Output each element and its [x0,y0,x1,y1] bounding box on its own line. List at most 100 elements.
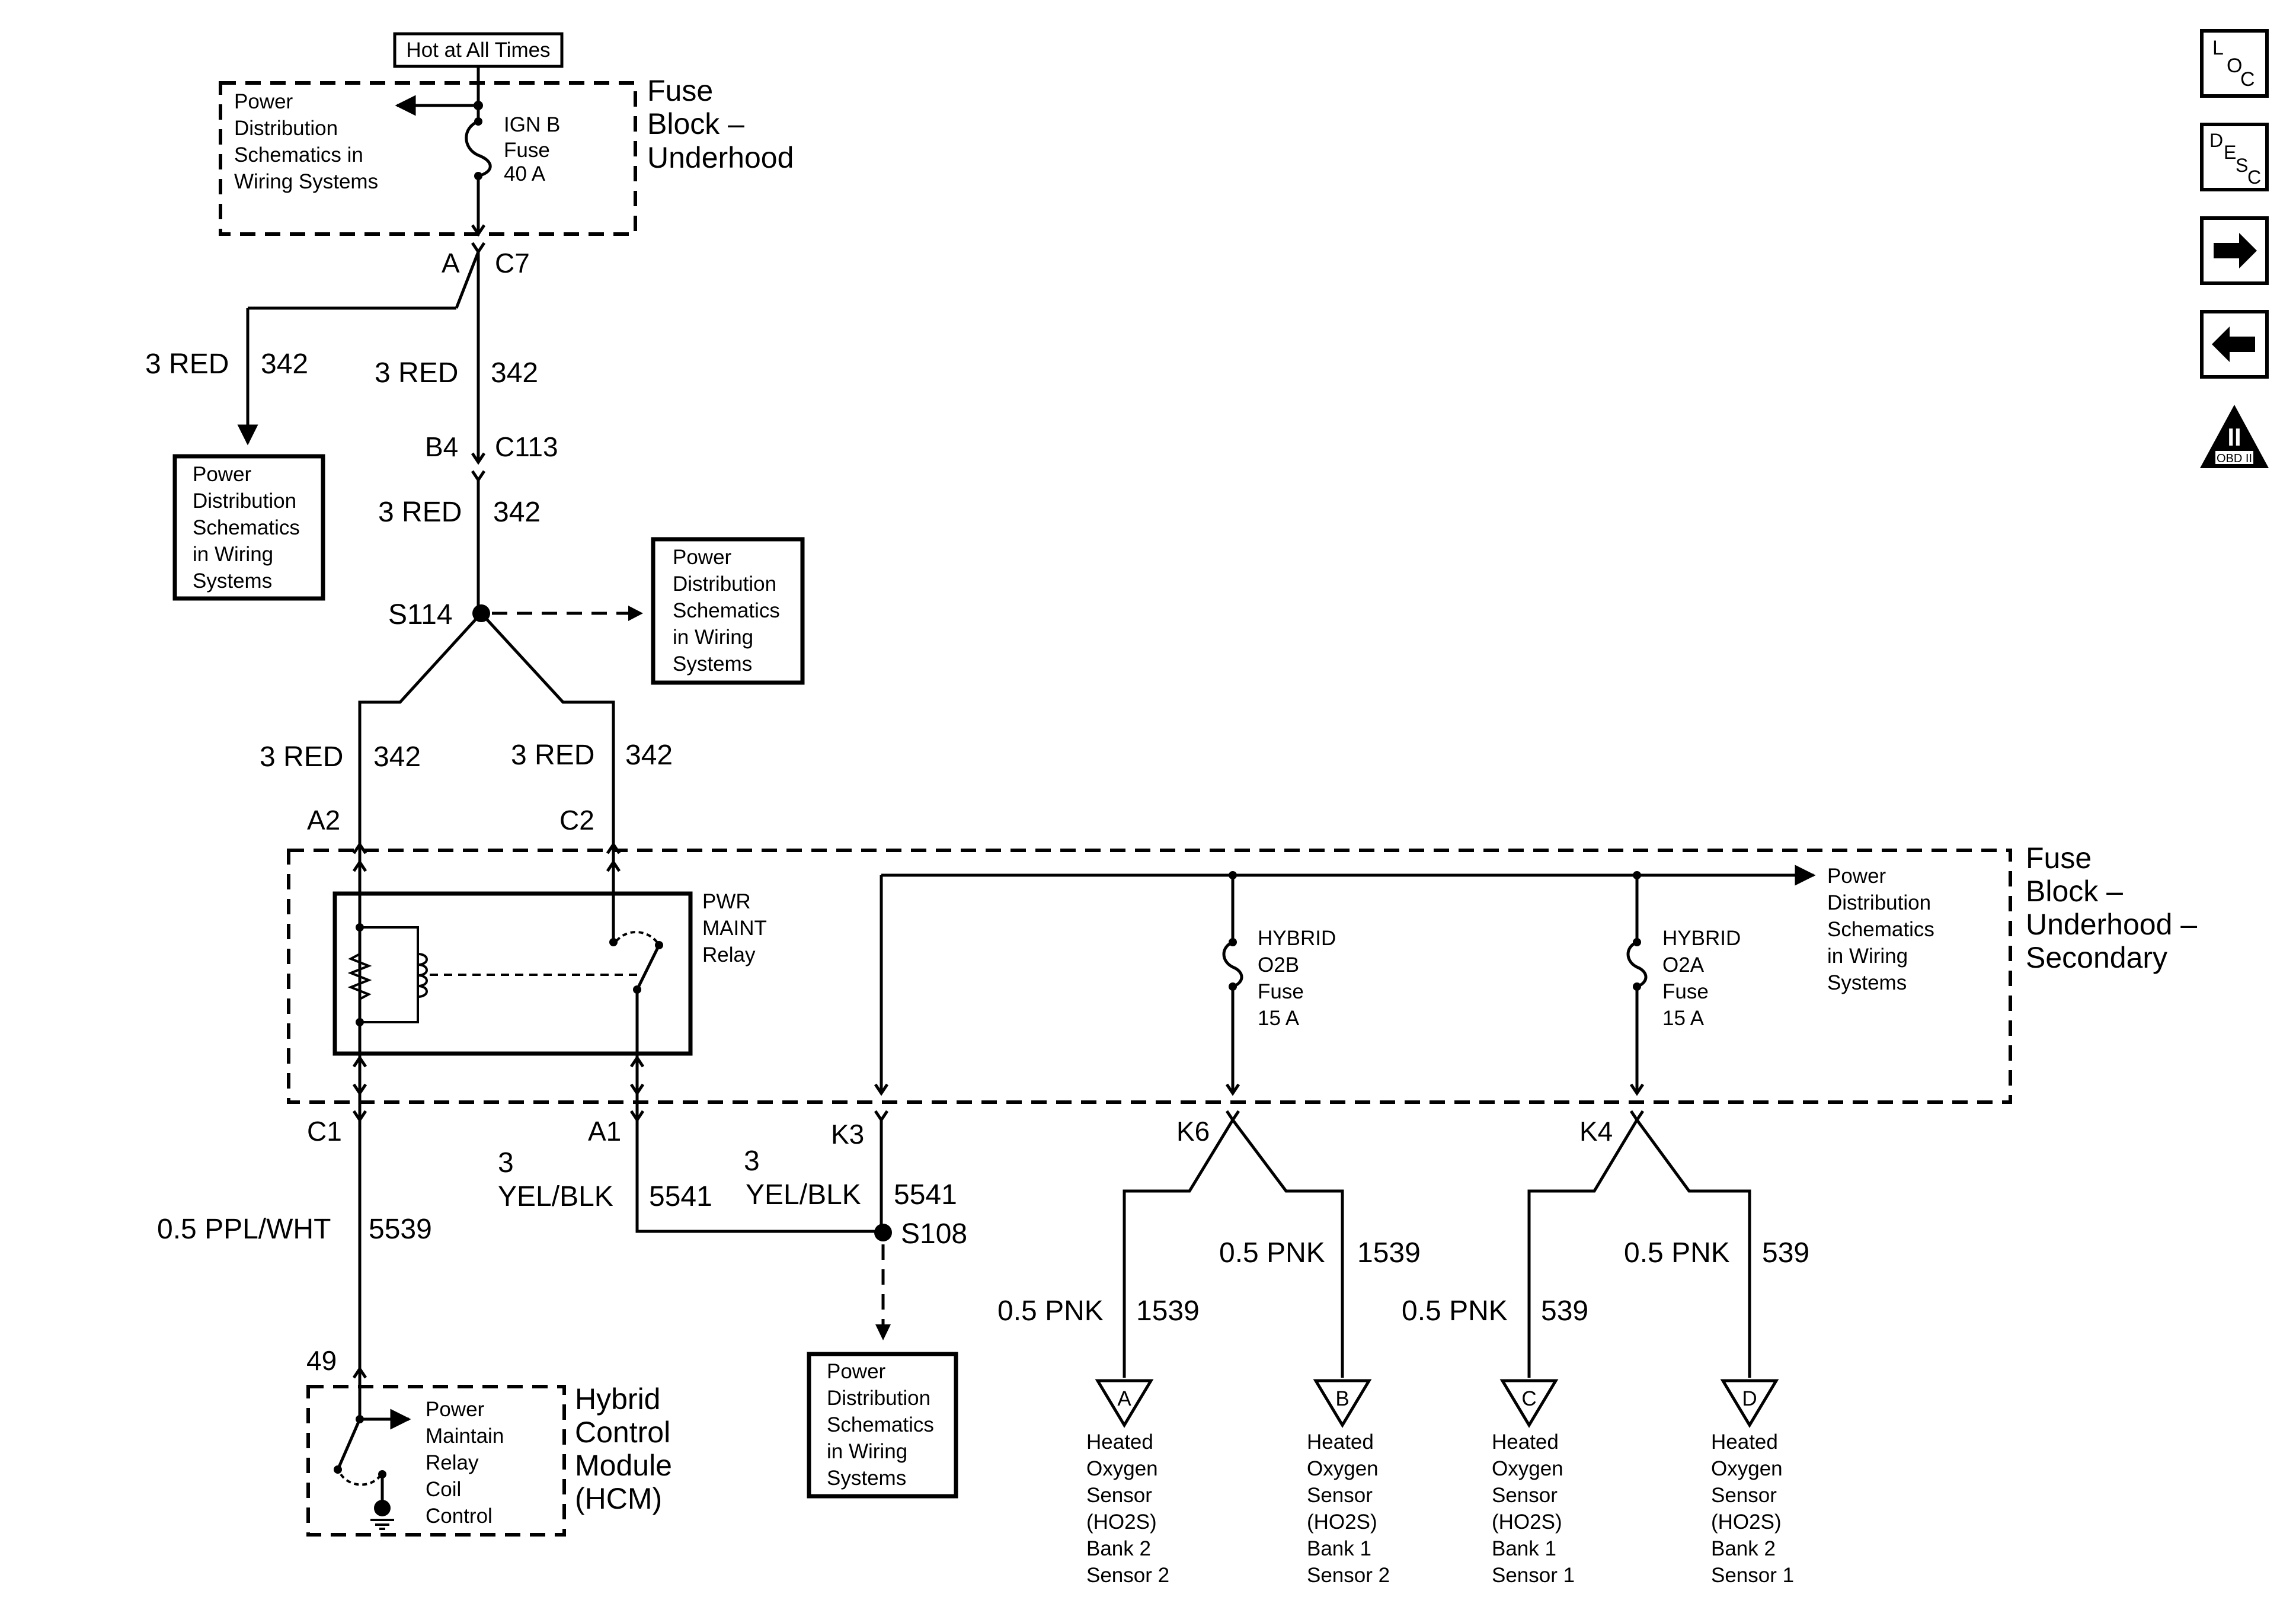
sensor-letter: A [1117,1387,1131,1410]
wire-color-label: 0.5 PNK [1624,1237,1730,1269]
connector-label: C2 [559,805,594,836]
connector-label: C1 [307,1116,342,1147]
sensor-text: Sensor [1307,1484,1373,1507]
pd-text: Schematics [193,516,300,539]
connector-label: K3 [831,1119,864,1150]
hcm-text: Maintain [426,1425,504,1448]
pd-text: Schematics [827,1413,934,1436]
fuse-block-underhood-outline [219,81,637,236]
fuse-block-label: Block – [2026,875,2123,908]
fuse-label: IGN B [504,113,560,136]
obd-symbol: II [2227,423,2241,451]
pd-text: Power [673,546,732,569]
loc-letter: C [2240,68,2255,91]
desc-letter: D [2209,130,2223,151]
fuse-label: 15 A [1662,1007,1705,1030]
wire-number-label: 5541 [649,1181,712,1212]
fuse-block-label: Underhood – [2026,908,2197,941]
hot-at-all-times-box [393,32,564,68]
splice-label: S108 [901,1218,967,1250]
relay-label: MAINT [702,917,767,940]
previous-arrow-button[interactable] [2200,310,2269,379]
wire-color-label: 3 RED [145,348,229,380]
wire-color-label: 0.5 PNK [997,1295,1104,1327]
splice-label: S114 [388,599,453,630]
pd-text: Schematics [1827,918,1934,941]
location-button[interactable]: L O C [2200,29,2269,98]
pd-text: Systems [193,569,272,593]
sensor-text: Heated [1307,1430,1374,1454]
sensor-text: Bank 2 [1086,1537,1151,1560]
desc-letter: S [2236,155,2248,176]
pd-text: Schematics in [234,143,363,167]
next-arrow-button[interactable] [2200,216,2269,285]
wire-color-label: 0.5 PNK [1402,1295,1508,1327]
loc-letter: O [2227,55,2242,77]
hcm-label: (HCM) [575,1482,662,1515]
sensor-text: (HO2S) [1492,1510,1562,1534]
fuse-label: 15 A [1258,1007,1300,1030]
sensor-text: (HO2S) [1086,1510,1157,1534]
sensor-text: Sensor 2 [1086,1564,1169,1587]
fuse-block-label: Fuse [647,74,713,107]
pd-text: Distribution [673,572,776,596]
desc-letter: C [2247,167,2261,188]
sensor-text: (HO2S) [1307,1510,1377,1534]
fuse-block-label: Fuse [2026,841,2092,875]
pd-text: in Wiring [827,1440,907,1463]
wire-color-label: YEL/BLK [498,1181,613,1212]
fuse-block-label: Underhood [647,141,794,174]
arrow-left-icon [2212,327,2255,362]
pd-text: Distribution [827,1387,930,1410]
fuse-label: O2B [1258,953,1299,977]
pin-label: 49 [306,1345,337,1376]
obd-ii-button[interactable]: II OBD II [2200,405,2269,468]
sensor-a: A Heated Oxygen Sensor (HO2S) Bank 2 Sen… [1086,1379,1169,1587]
sensor-b: B Heated Oxygen Sensor (HO2S) Bank 1 Sen… [1307,1379,1390,1587]
relay-label: PWR [702,890,751,913]
hcm-label: Hybrid [575,1382,660,1416]
connector-label: K6 [1176,1116,1210,1147]
wire-number-label: 5539 [369,1214,432,1245]
sensor-text: Bank 1 [1492,1537,1556,1560]
description-button[interactable]: D E S C [2200,123,2269,191]
wire-color-label: 3 RED [375,357,458,389]
wire-color-label: YEL/BLK [746,1179,861,1211]
fuse-block-label: Block – [647,107,744,140]
pd-text: Distribution [234,117,338,140]
sensor-text: Bank 1 [1307,1537,1371,1560]
sensor-text: Bank 2 [1711,1537,1776,1560]
fuse-block-secondary-outline [287,849,2012,1104]
wire-number-label: 342 [493,497,541,528]
sensor-text: Oxygen [1086,1457,1158,1480]
sensor-text: Sensor 1 [1711,1564,1794,1587]
pwr-maint-relay [332,891,693,1056]
wire-number-label: 342 [373,741,421,773]
hcm-label: Module [575,1449,672,1482]
sensor-text: Sensor 1 [1492,1564,1575,1587]
sensor-letter: D [1742,1387,1757,1410]
wire-number-label: 1539 [1136,1295,1200,1327]
pd-text: Systems [827,1467,906,1490]
pd-text: Power [193,463,252,486]
connector-label: A2 [307,805,340,836]
connector-label: K4 [1579,1116,1613,1147]
wire-size-label: 3 [498,1147,514,1179]
sensor-text: Heated [1086,1430,1153,1454]
wire-color-label: 3 RED [511,740,594,771]
sensor-letter: B [1335,1387,1349,1410]
sensor-text: Oxygen [1711,1457,1783,1480]
wire-number-label: 342 [261,348,308,380]
wire-color-label: 3 RED [260,741,343,773]
pd-text: in Wiring [673,626,753,649]
pd-text: Power [1827,865,1886,888]
pd-text: Power [234,90,293,113]
connector-label: C113 [495,431,558,462]
connector-label: C7 [495,248,530,279]
pd-text: in Wiring [1827,945,1908,968]
wire-number-label: 342 [625,740,673,771]
obd-label: OBD II [2217,452,2252,465]
wire-color-label: 0.5 PPL/WHT [157,1214,331,1245]
fuse-label: HYBRID [1662,927,1741,950]
